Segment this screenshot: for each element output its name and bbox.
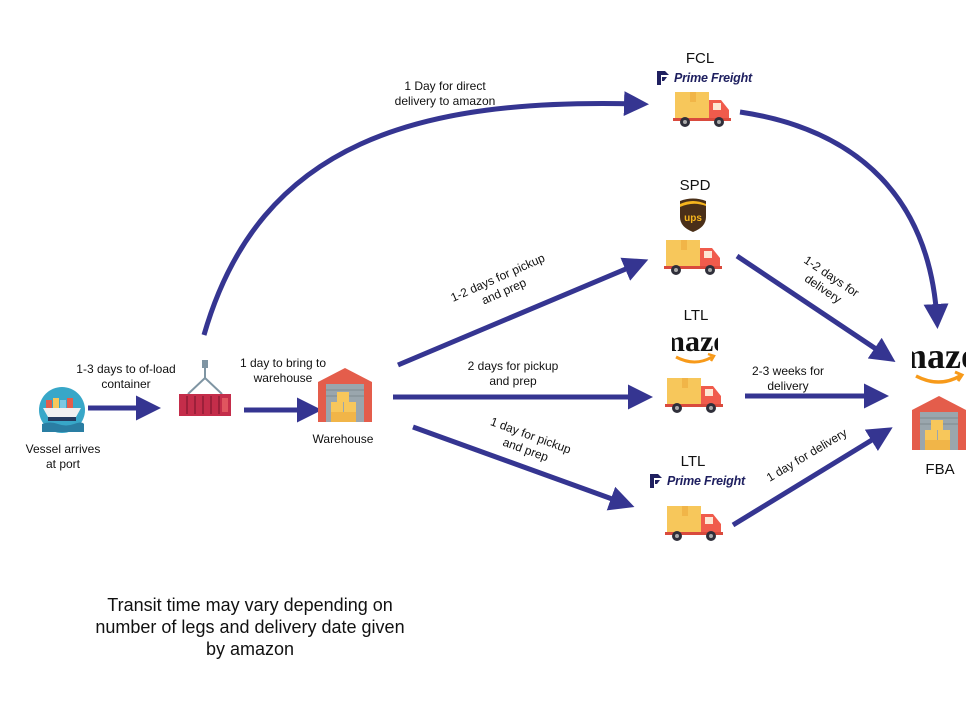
direct-label: 1 Day for direct delivery to amazon (394, 79, 496, 108)
arrow-direct-to-fcl (201, 91, 649, 336)
warehouse-icon (318, 368, 372, 422)
arrow-warehouse-to-spd (397, 257, 649, 368)
fcl-carrier-name: Prime Freight (674, 71, 752, 85)
ltl-prime-freight-logo: Prime Freight (648, 473, 745, 489)
ups-logo-text: ups (684, 213, 702, 224)
ltl-amazon-label: LTL (683, 307, 709, 324)
fcl-prime-freight-logo: Prime Freight (655, 70, 752, 86)
to-warehouse-label: 1 day to bring to warehouse (239, 356, 327, 385)
arrow-prime-to-fba (731, 427, 893, 528)
offload-label: 1-3 days to of-load container (76, 362, 176, 391)
ltl-prime-truck-icon (665, 506, 723, 541)
fba-amazon-logo-letter: amazon (912, 340, 966, 376)
ltl-pickup-label: 2 days for pickup and prep (467, 359, 559, 388)
vessel-label: Vessel arrives at port (25, 442, 101, 471)
crane-container-icon (179, 360, 231, 416)
fba-warehouse-icon (912, 396, 966, 450)
arrow-warehouse-to-prime (412, 424, 635, 511)
ltl-prime-carrier-name: Prime Freight (667, 474, 745, 488)
prime-freight-mark-icon (650, 474, 662, 488)
amazon-logo-letter: amazon (672, 327, 718, 358)
ltl-prime-label: LTL (680, 453, 706, 470)
arrow-fcl-to-fba (739, 109, 949, 329)
warehouse-label: Warehouse (312, 432, 374, 446)
spd-label: SPD (679, 177, 711, 194)
fcl-label: FCL (685, 50, 715, 67)
prime-freight-mark-icon (657, 71, 669, 85)
cargo-ship-icon (39, 387, 85, 433)
ltl-amazon-truck-icon (665, 378, 723, 413)
spd-truck-icon (664, 240, 722, 275)
ups-logo-icon: ups (680, 198, 706, 232)
ltl-delivery-label: 2-3 weeks for delivery (751, 364, 825, 393)
fba-amazon-logo-icon: amazon (912, 340, 966, 384)
fba-label: FBA (925, 461, 955, 478)
transit-note: Transit time may vary depending on numbe… (95, 595, 405, 659)
arrow-spd-to-fba (735, 253, 896, 363)
fcl-truck-icon (673, 92, 731, 127)
amazon-logo-icon: amazon (672, 327, 718, 364)
